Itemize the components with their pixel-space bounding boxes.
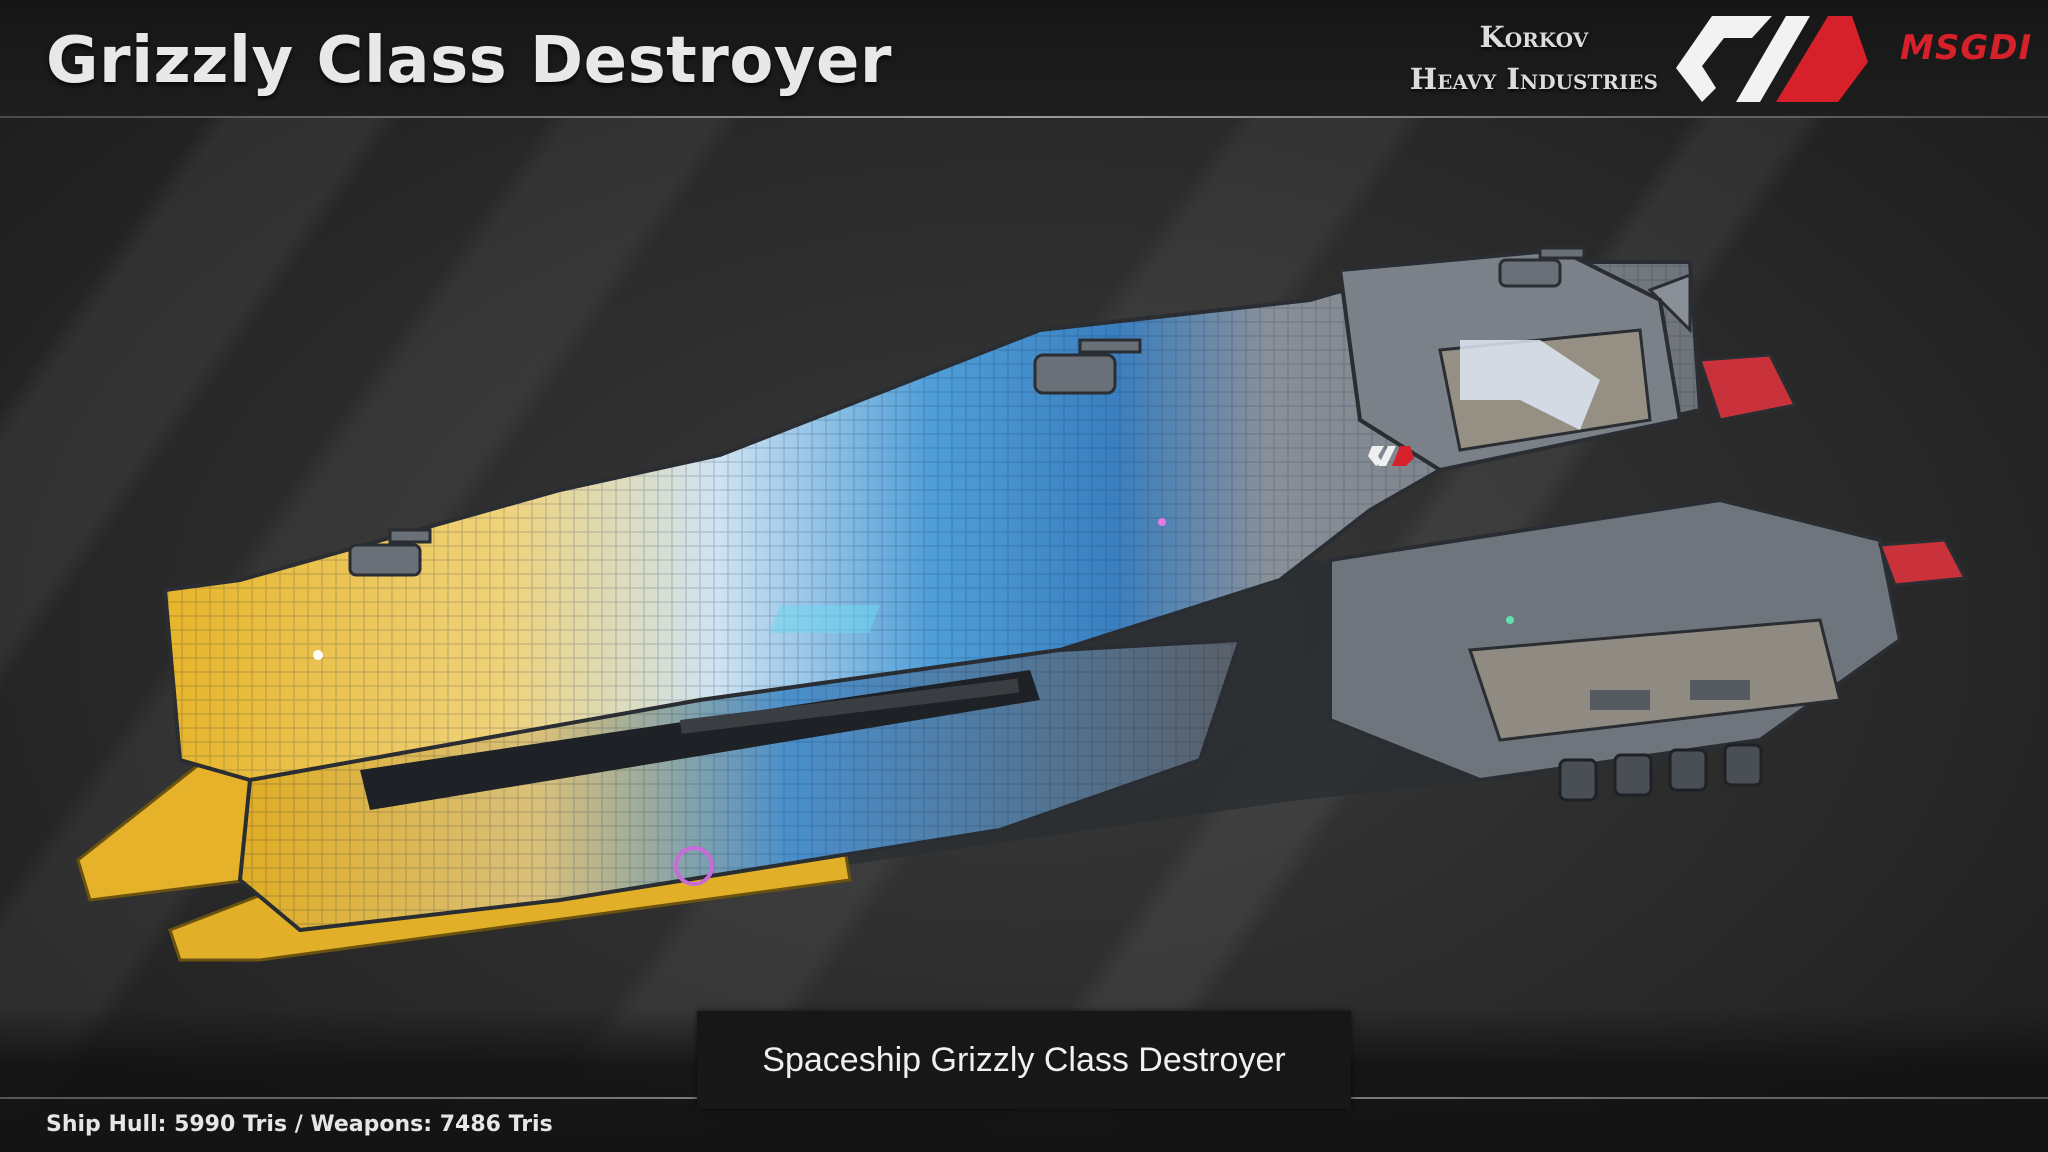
company-name-line1: Korkov (1479, 20, 1589, 54)
turret-forward (348, 528, 432, 577)
korkov-hull-emblem-icon (1368, 446, 1414, 466)
turret-mid (1033, 338, 1142, 395)
tail-spike (1647, 272, 1692, 334)
hull-lights (313, 518, 1514, 886)
poly-stats: Ship Hull: 5990 Tris / Weapons: 7486 Tri… (46, 1112, 553, 1137)
korkov-chevron-logo-icon (1676, 16, 1868, 102)
rear-fin-upper (1697, 353, 1798, 422)
header-divider (0, 116, 2048, 118)
msgdi-logo: MSGDI (1900, 28, 2033, 68)
caption-text: Spaceship Grizzly Class Destroyer (762, 1040, 1286, 1079)
rear-fin-lower (1877, 538, 1968, 587)
company-name: Korkov Heavy Industries (1410, 16, 1658, 100)
turret-rear (1498, 246, 1586, 288)
engine-nozzles (1558, 743, 1763, 802)
company-name-line2: Heavy Industries (1409, 62, 1658, 96)
caption-box: Spaceship Grizzly Class Destroyer (697, 1011, 1351, 1109)
page-title: Grizzly Class Destroyer (46, 24, 892, 98)
